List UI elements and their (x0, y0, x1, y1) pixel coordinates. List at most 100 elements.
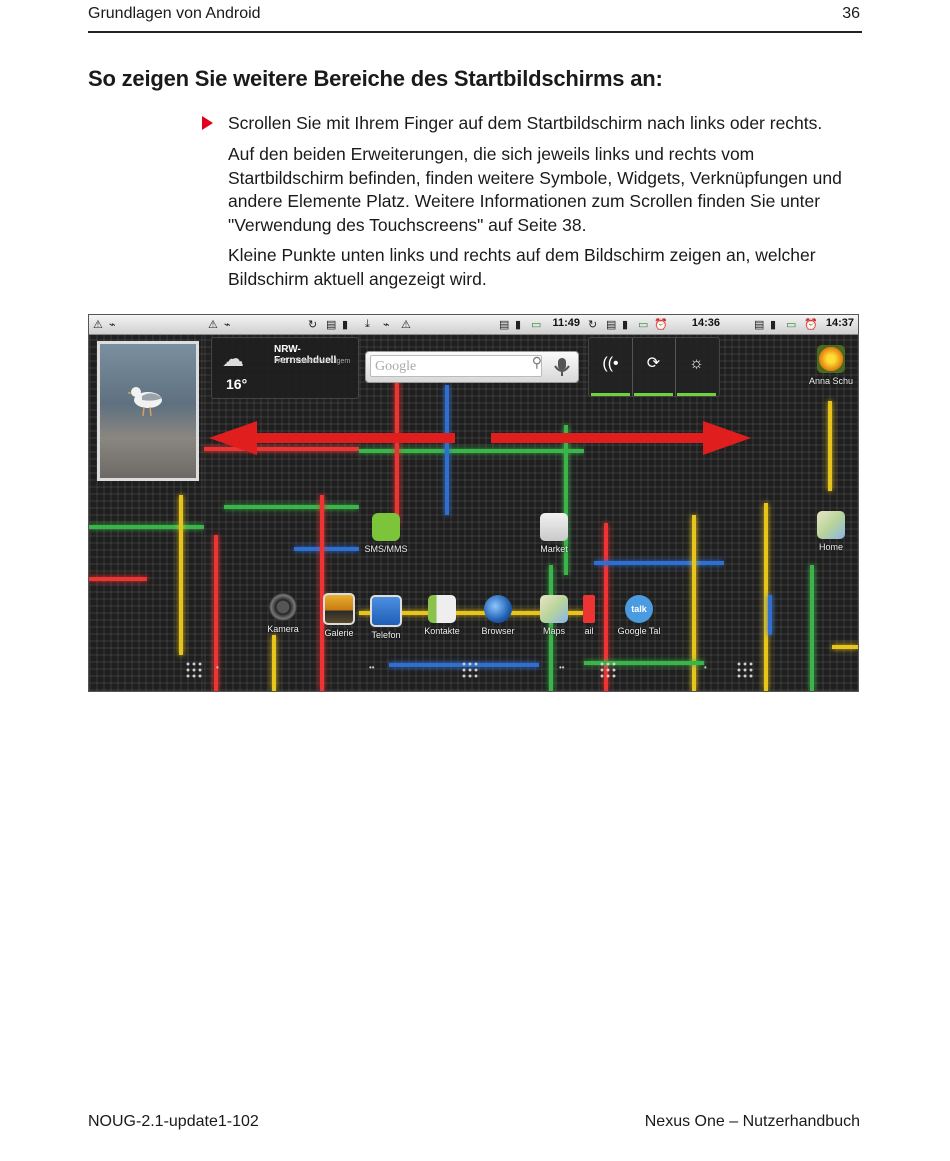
sync-icon: ⟳ (646, 355, 661, 372)
status-bar: ⚠ ⌁ ↻ ▤ ▮ (204, 315, 359, 335)
page-indicator-dot: • (216, 663, 219, 672)
gallery-icon (323, 593, 355, 625)
microphone-icon[interactable] (552, 356, 572, 378)
google-search-widget[interactable]: Google ⚲ (365, 351, 579, 383)
app-icon-google-talk[interactable]: talk Google Tal (612, 595, 666, 636)
weather-news-widget[interactable]: ☁ NRW-Fernsehduell FAZ - Frankfurter All… (211, 337, 359, 399)
glow-line (89, 525, 204, 529)
search-icon[interactable]: ⚲ (531, 354, 542, 370)
warning-icon: ⚠ (401, 319, 411, 331)
app-icon-kontakte[interactable]: Kontakte (415, 595, 469, 636)
glow-line (214, 535, 218, 691)
bullet-instruction: Scrollen Sie mit Ihrem Finger auf dem St… (228, 113, 823, 133)
globe-icon (484, 595, 512, 623)
battery-icon: ▭ (638, 319, 649, 331)
scroll-arrows (209, 421, 751, 455)
app-icon-browser[interactable]: Browser (471, 595, 525, 636)
alarm-icon: ⏰ (654, 319, 668, 331)
app-icon-market[interactable]: Market (527, 513, 581, 554)
app-drawer-icon[interactable] (461, 661, 479, 679)
glow-line (764, 503, 768, 691)
flower-photo-icon (817, 345, 845, 373)
glow-line (359, 611, 584, 615)
sync-icon: ↻ (308, 319, 318, 331)
search-input[interactable]: Google (370, 355, 542, 377)
signal-icon: ▮ (622, 319, 629, 331)
battery-icon: ▭ (786, 319, 797, 331)
wifi-toggle[interactable]: ((• (589, 338, 633, 396)
market-bag-icon (540, 513, 568, 541)
brightness-icon: ☼ (689, 355, 704, 372)
screen-panel-left: ⚠ ⌁ ↻ ▤ ▮ ☁ NRW-Fernsehduell FAZ - Frank… (204, 315, 412, 691)
glow-line (224, 505, 359, 509)
footer-manual-title: Nexus One – Nutzerhandbuch (644, 1113, 860, 1130)
brightness-toggle[interactable]: ☼ (675, 338, 718, 396)
glow-line (810, 565, 814, 691)
glow-line (359, 449, 584, 453)
glow-line (832, 645, 858, 649)
signal-icon: ▮ (770, 319, 777, 331)
glow-line (564, 425, 568, 575)
battery-icon: ▭ (531, 319, 542, 331)
contact-shortcut-anna[interactable]: Anna Schu (804, 345, 858, 386)
app-drawer-icon[interactable] (185, 661, 203, 679)
map-pin-icon (817, 511, 845, 539)
wifi-icon: ▤ (499, 319, 510, 331)
app-icon-kamera[interactable]: Kamera (256, 593, 310, 634)
page-indicator-dots: •• (369, 663, 375, 672)
glow-line (89, 577, 147, 581)
app-icon-maps[interactable]: Maps (527, 595, 581, 636)
status-bar: ▤ ▮ ▭ ⏰ 14:37 (724, 315, 858, 335)
glow-line (549, 565, 553, 691)
phone-icon (370, 595, 402, 627)
glow-line (445, 385, 449, 515)
app-icon-galerie[interactable]: Galerie (315, 593, 363, 638)
app-drawer-icon[interactable] (599, 661, 617, 679)
signal-icon: ▮ (342, 319, 349, 331)
wifi-icon: ((• (602, 355, 619, 372)
section-title: So zeigen Sie weitere Bereiche des Start… (88, 66, 663, 91)
warning-icon: ⚠ (208, 319, 218, 331)
arrow-left-icon (209, 421, 455, 455)
usb-icon: ⌁ (224, 319, 231, 331)
wifi-icon: ▤ (606, 319, 617, 331)
sync-icon: ↻ (588, 319, 598, 331)
app-icon-telefon[interactable]: Telefon (359, 595, 413, 640)
signal-icon: ▮ (515, 319, 522, 331)
glow-line (204, 447, 359, 451)
seagull-icon (128, 387, 162, 417)
sms-icon (372, 513, 400, 541)
photo-widget[interactable] (97, 341, 199, 481)
status-time: 14:36 (691, 317, 720, 329)
app-icon-sms[interactable]: SMS/MMS (359, 513, 413, 554)
talk-icon: talk (625, 595, 653, 623)
glow-line (272, 635, 276, 691)
app-icon-mail[interactable]: ail (574, 595, 604, 636)
page-indicator-dot: • (704, 663, 707, 672)
footer-document-id: NOUG-2.1-update1-102 (88, 1113, 259, 1130)
glow-line (828, 401, 832, 491)
screen-panel-right: ↻ ▤ ▮ ▭ ⏰ 14:36 ((• ⟳ ☼ ail talk Google … (583, 315, 725, 691)
status-bar: ⚠ ⌁ (89, 315, 204, 335)
arrow-right-icon (491, 421, 751, 455)
paragraph-dots: Kleine Punkte unten links und rechts auf… (228, 245, 816, 289)
power-control-widget: ((• ⟳ ☼ (588, 337, 720, 397)
news-source: FAZ - Frankfurter Allgem (274, 358, 351, 365)
status-time: 14:37 (825, 317, 854, 329)
bullet-triangle-icon (202, 116, 213, 130)
temperature: 16° (226, 376, 248, 392)
glow-line (768, 595, 772, 635)
glow-line (320, 495, 324, 691)
glow-line (395, 375, 399, 525)
app-icon-home[interactable]: Home (804, 511, 858, 552)
glow-line (294, 547, 359, 551)
wifi-icon: ▤ (754, 319, 765, 331)
glow-line (604, 523, 608, 691)
app-drawer-icon[interactable] (736, 661, 754, 679)
paragraph-extensions: Auf den beiden Erweiterungen, die sich j… (228, 144, 842, 235)
sync-toggle[interactable]: ⟳ (632, 338, 676, 396)
map-icon (540, 595, 568, 623)
screen-panel-right-extension: ▤ ▮ ▭ ⏰ 14:37 Anna Schu Home (724, 315, 858, 691)
header-page-number: 36 (842, 5, 860, 22)
contacts-icon (428, 595, 456, 623)
